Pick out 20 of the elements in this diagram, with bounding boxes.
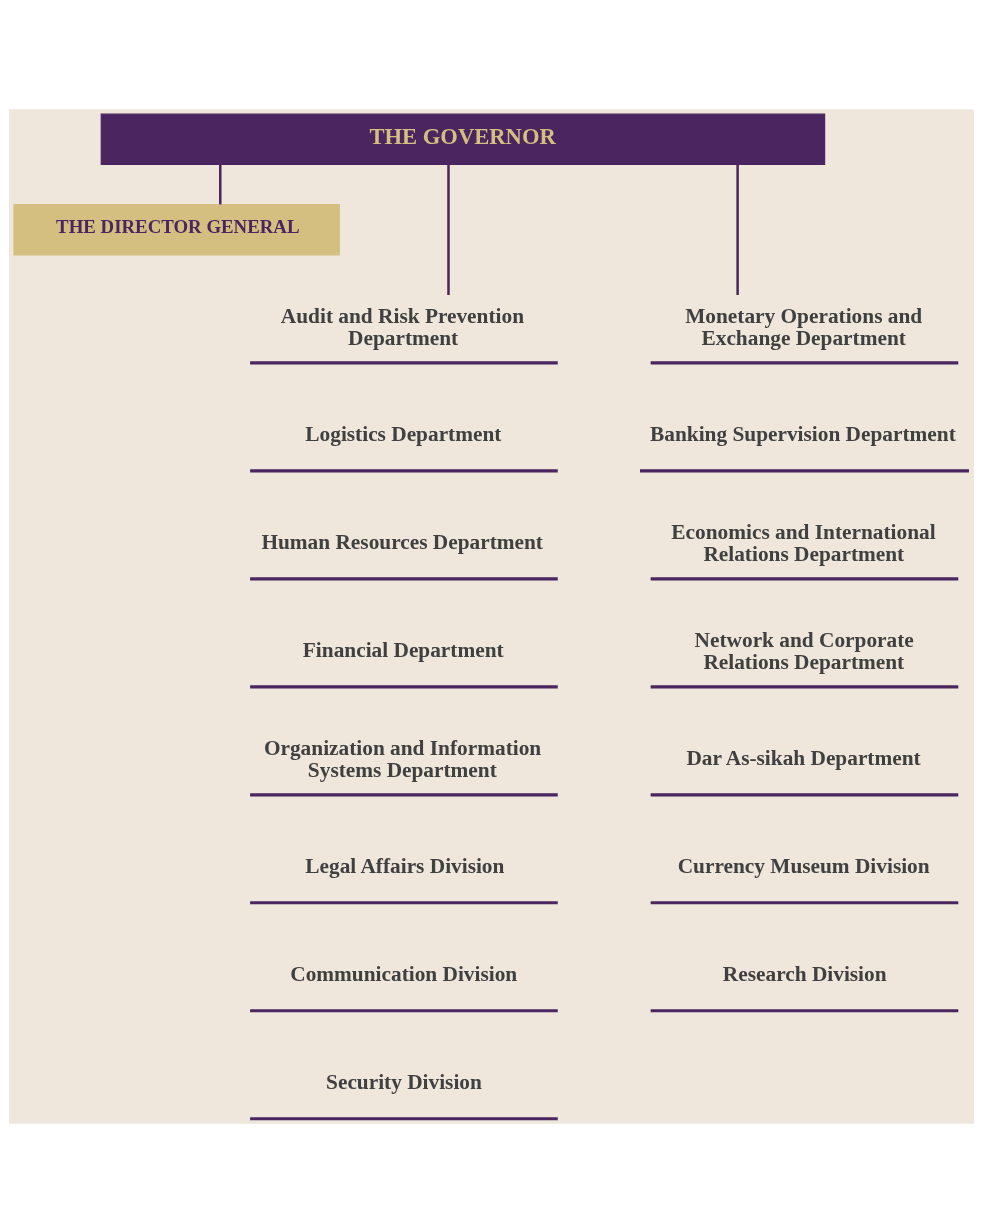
node-text: Currency Museum Division [677,853,930,878]
node-text: Financial Department [302,637,504,662]
node-text: Human Resources Department [260,529,543,554]
connector [218,164,222,204]
node-text: Communication Division [289,961,517,986]
node-box: THE DIRECTOR GENERAL [12,203,340,255]
node-text: Dar As-sikah Department [685,745,921,770]
node-text: Organization and Information Systems Department [263,735,541,782]
node-text: Monetary Operations and Exchange Department [684,303,922,350]
node-text: Network and Corporate Relations Department [694,627,914,674]
node-text: Audit and Risk Prevention Department [280,303,524,350]
connector [446,164,450,295]
connector [735,164,739,295]
node-text: Logistics Department [304,421,501,446]
node-text: Research Division [722,961,887,986]
node-text: Banking Supervision Department [649,421,956,446]
node-text: Legal Affairs Division [304,853,504,878]
node-text: Economics and International Relations Department [670,519,936,566]
node-text: Security Division [325,1069,482,1094]
node-box: THE GOVERNOR [100,113,825,165]
